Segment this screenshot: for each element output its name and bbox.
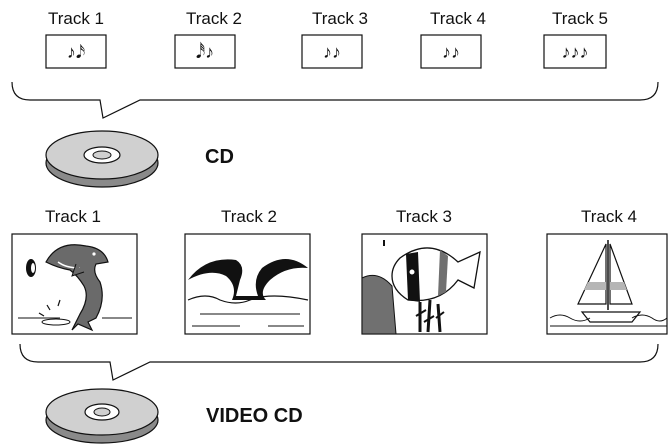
cd-track-4-box	[420, 34, 482, 69]
video-cd-label: VIDEO CD	[206, 405, 303, 427]
cd-track-5-label: Track 5	[552, 9, 608, 28]
vcd-track-4-label: Track 4	[581, 207, 637, 226]
cd-track-1-box	[45, 34, 107, 69]
video-cd-disc-icon	[45, 388, 159, 444]
cd-track-5-box	[543, 34, 607, 69]
cd-track-row: Track 1 ♪𝅘𝅥𝅯 Track 2 𝅘𝅥𝅰♪ Track 3 ♪♪ Tra…	[45, 9, 608, 69]
cd-disc-icon	[45, 130, 159, 188]
cd-track-4-label: Track 4	[430, 9, 486, 28]
vcd-track-2-label: Track 2	[221, 207, 277, 226]
vcd-track-1-label: Track 1	[45, 207, 101, 226]
vcd-brace	[19, 343, 659, 381]
cd-track-3-box	[301, 34, 363, 69]
cd-track-1-notes: ♪𝅘𝅥𝅯	[67, 42, 85, 62]
cd-track-5-notes: ♪♪♪	[562, 42, 589, 62]
cd-track-1-label: Track 1	[48, 9, 104, 28]
tropical-fish-picture	[361, 233, 488, 335]
cd-track-2-box	[174, 34, 236, 69]
whale-tail-picture	[184, 233, 311, 335]
vcd-track-3-label: Track 3	[396, 207, 452, 226]
cd-track-3-notes: ♪♪	[323, 42, 341, 62]
dolphin-picture	[11, 233, 138, 335]
cd-brace	[11, 81, 659, 119]
sailboat-picture	[546, 233, 668, 335]
cd-track-4-notes: ♪♪	[442, 42, 460, 62]
cd-track-2-label: Track 2	[186, 9, 242, 28]
cd-track-3-label: Track 3	[312, 9, 368, 28]
cd-label: CD	[205, 146, 234, 168]
cd-track-2-notes: 𝅘𝅥𝅰♪	[196, 41, 214, 62]
